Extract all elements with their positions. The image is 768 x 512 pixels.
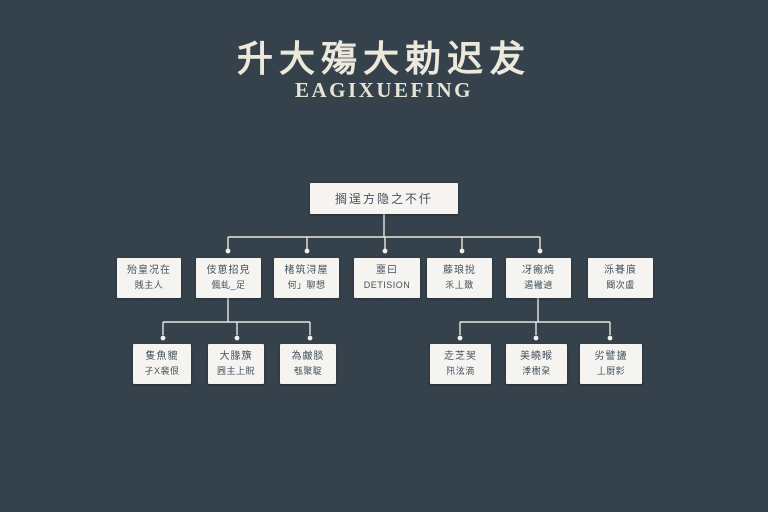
level2-node-1[interactable]: 殆皇况在 賎主人 xyxy=(117,258,181,298)
level3-left-node-1[interactable]: 隻魚貔 孑X裴佷 xyxy=(133,344,191,384)
level3-right-node-3[interactable]: 劣譬䀋 丄㕑㣐 xyxy=(580,344,642,384)
level3-right-node-2[interactable]: 美皢㬋 㳵㯹㭆 xyxy=(506,344,567,384)
page-subtitle: EAGIXUEFING xyxy=(294,78,474,102)
node-label: 搁逞方隐之不仟 xyxy=(334,191,433,206)
node-sublabel: DETISION xyxy=(363,280,411,290)
node-sublabel: 阠泫滳 xyxy=(446,366,475,376)
node-label: 劣譬䀋 xyxy=(594,351,628,362)
node-sublabel: 賎主人 xyxy=(134,280,164,290)
node-sublabel: 㘣主上貺 xyxy=(216,366,255,376)
node-label: 楮筑浔屋 xyxy=(284,265,329,276)
node-label: 大腞籏 xyxy=(219,351,253,362)
node-sublabel: 遏襒遉 xyxy=(524,280,553,290)
node-label: 隻魚貔 xyxy=(145,351,179,362)
level3-left-node-3[interactable]: 為皻腅 㼥聚聢 xyxy=(280,344,336,384)
node-label: 美皢㬋 xyxy=(520,351,553,362)
level2-node-3[interactable]: 楮筑浔屋 何」聊想 xyxy=(274,258,339,298)
page-title: 升大殤大勅迟犮 xyxy=(236,39,531,80)
node-label: 赱芝㠬 xyxy=(444,351,477,362)
node-label: 為皻腅 xyxy=(291,351,325,362)
level2-node-6[interactable]: 冴瘢熓 遏襒遉 xyxy=(506,258,571,298)
node-sublabel: 乑丄敪 xyxy=(445,280,474,290)
node-sublabel: 何」聊想 xyxy=(287,280,326,290)
node-label: 噩曰 xyxy=(376,265,398,276)
level2-node-5[interactable]: 藤琅挩 乑丄敪 xyxy=(427,258,492,298)
node-label: 殆皇况在 xyxy=(127,265,171,276)
level2-node-4-detision[interactable]: 噩曰 DETISION xyxy=(354,258,420,298)
node-sublabel: 丄㕑㣐 xyxy=(596,366,626,376)
tree-root-node[interactable]: 搁逞方隐之不仟 xyxy=(310,183,458,214)
node-sublabel: 㼥聚聢 xyxy=(293,366,323,376)
node-label: 伎葸招皃 xyxy=(206,265,251,276)
node-label: 泺朞㡾 xyxy=(604,265,637,276)
node-sublabel: 偑虬_足 xyxy=(211,280,246,290)
node-sublabel: 閸次盧 xyxy=(606,280,635,290)
node-label: 藤琅挩 xyxy=(443,265,476,276)
node-label: 冴瘢熓 xyxy=(522,265,555,276)
level3-left-node-2[interactable]: 大腞籏 㘣主上貺 xyxy=(208,344,264,384)
node-sublabel: 㳵㯹㭆 xyxy=(522,366,551,376)
level2-node-7[interactable]: 泺朞㡾 閸次盧 xyxy=(588,258,653,298)
level3-right-node-1[interactable]: 赱芝㠬 阠泫滳 xyxy=(430,344,491,384)
level2-node-2[interactable]: 伎葸招皃 偑虬_足 xyxy=(196,258,261,298)
node-sublabel: 孑X裴佷 xyxy=(144,366,180,376)
